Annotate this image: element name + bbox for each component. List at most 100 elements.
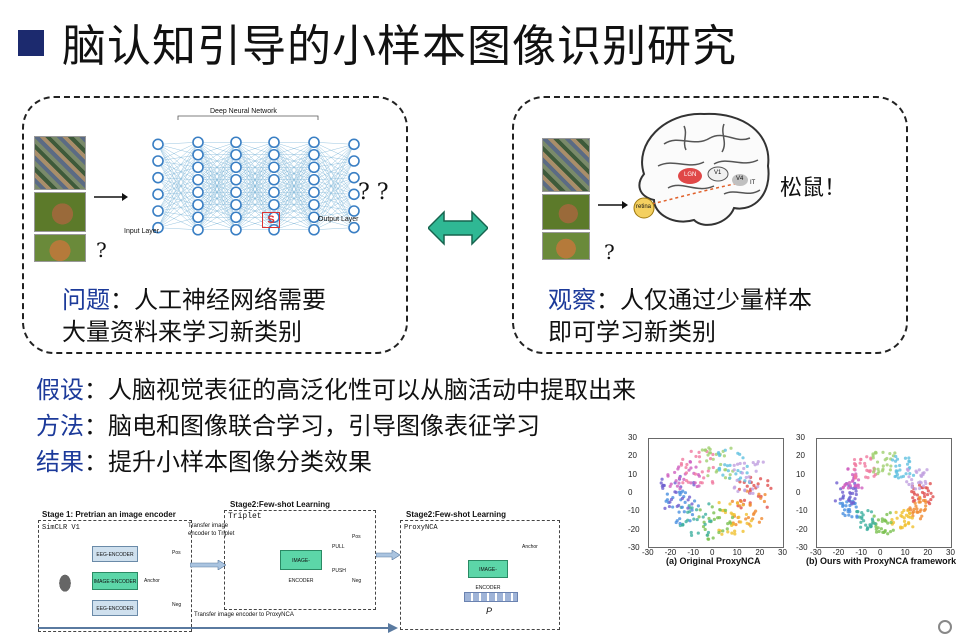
network-edge <box>157 194 199 205</box>
scatter-point <box>902 519 907 523</box>
scatter-point <box>894 510 898 514</box>
scatter-point <box>903 456 908 460</box>
scatter-point <box>735 501 740 505</box>
network-edge <box>157 194 199 218</box>
scatter-point <box>881 450 885 454</box>
scatter-point <box>766 483 770 487</box>
network-edge <box>273 142 315 230</box>
scatter-point <box>865 468 869 472</box>
scatter-point <box>895 516 899 520</box>
stage2-triplet-title: Stage2:Few-shot Learning <box>230 500 331 509</box>
scatter-point <box>721 529 725 533</box>
network-node <box>268 136 280 149</box>
network-edge <box>235 142 275 230</box>
scatter-point <box>858 525 863 529</box>
network-edge <box>313 154 355 162</box>
output-question-marks: ? ? <box>358 180 389 205</box>
scatter-point <box>876 467 880 471</box>
scatter-point <box>689 466 693 470</box>
scatter-point <box>745 464 749 468</box>
scatter-point <box>746 515 751 520</box>
image-encoder-box: IMAGE-ENCODER <box>92 572 138 590</box>
network-edge <box>235 142 275 205</box>
scatter-point <box>748 491 752 496</box>
scatter-point <box>690 508 694 512</box>
scatter-point <box>846 486 851 490</box>
scatter-point <box>723 448 727 452</box>
scatter-point <box>885 456 889 461</box>
scatter-point <box>874 530 879 534</box>
scatter-point <box>869 457 873 461</box>
network-node <box>192 136 204 149</box>
scatter-point <box>873 522 877 526</box>
scatter-point <box>866 508 870 513</box>
scatter-point <box>706 469 710 473</box>
scatter-point <box>747 475 751 479</box>
network-node <box>348 138 360 151</box>
y-tick-label: 30 <box>796 433 805 442</box>
scatter-point <box>667 504 672 509</box>
scatter-point <box>885 463 889 467</box>
x-tick-label: 0 <box>878 548 883 557</box>
network-edge <box>197 192 237 230</box>
scatter-point <box>705 533 709 537</box>
scatter-point <box>733 485 737 489</box>
mosaic-thumbnail <box>34 136 86 190</box>
scatter-point <box>707 446 711 450</box>
proxy-p-label: P <box>486 606 493 616</box>
scatter-point <box>669 497 674 502</box>
x-tick-label: 20 <box>923 548 933 557</box>
scatter-point <box>893 474 897 479</box>
scatter-point <box>910 482 914 486</box>
network-edge <box>157 144 199 180</box>
scatter-point <box>911 525 915 529</box>
scatter-point <box>674 520 678 525</box>
scatter-point <box>860 486 864 490</box>
network-edge <box>313 144 355 218</box>
scatter-point <box>856 483 860 487</box>
squirrel-thumbnail-small <box>542 232 590 260</box>
scatter-point <box>728 502 732 506</box>
left-caption-line2: 大量资料来学习新类别 <box>62 318 302 346</box>
network-edge <box>235 179 275 230</box>
network-edge <box>157 154 199 162</box>
scatter-point <box>737 515 741 519</box>
scatter-point <box>752 511 756 515</box>
scatter-point <box>841 496 845 500</box>
network-edge <box>157 160 199 180</box>
scatter-point <box>914 469 918 473</box>
scatter-point <box>839 487 843 491</box>
scatter-point <box>757 520 761 524</box>
scatter-point <box>869 524 873 528</box>
x-tick-label: 20 <box>755 548 765 557</box>
scatter-point <box>915 493 920 497</box>
network-edge <box>197 142 237 168</box>
scatter-point <box>854 505 858 509</box>
scatter-point <box>847 498 851 502</box>
neg-label: Neg <box>352 578 362 584</box>
network-edge <box>273 142 315 205</box>
scatter-point <box>666 473 670 477</box>
scatter-point <box>880 469 885 473</box>
network-edge <box>235 142 275 218</box>
scatter-point <box>919 481 923 485</box>
network-node <box>348 155 360 167</box>
scatter-point <box>863 461 867 466</box>
anchor-label: Anchor <box>144 578 160 584</box>
scatter-point <box>902 516 906 520</box>
scatter-point <box>841 511 845 516</box>
scatter-point <box>856 485 861 490</box>
scatter-point <box>912 507 916 511</box>
network-edge <box>157 177 199 180</box>
network-node <box>308 223 320 236</box>
scatter-point <box>716 516 720 520</box>
scatter-point <box>870 521 874 526</box>
scatter-point <box>660 477 664 481</box>
network-edge <box>273 142 315 193</box>
scatter-point <box>743 489 747 493</box>
x-tick-label: 10 <box>732 548 742 557</box>
proxy-vector <box>464 592 518 602</box>
scatter-point <box>910 484 914 489</box>
right-caption-line1: 观察：人仅通过少量样本 <box>548 284 812 316</box>
network-edge <box>235 154 275 230</box>
